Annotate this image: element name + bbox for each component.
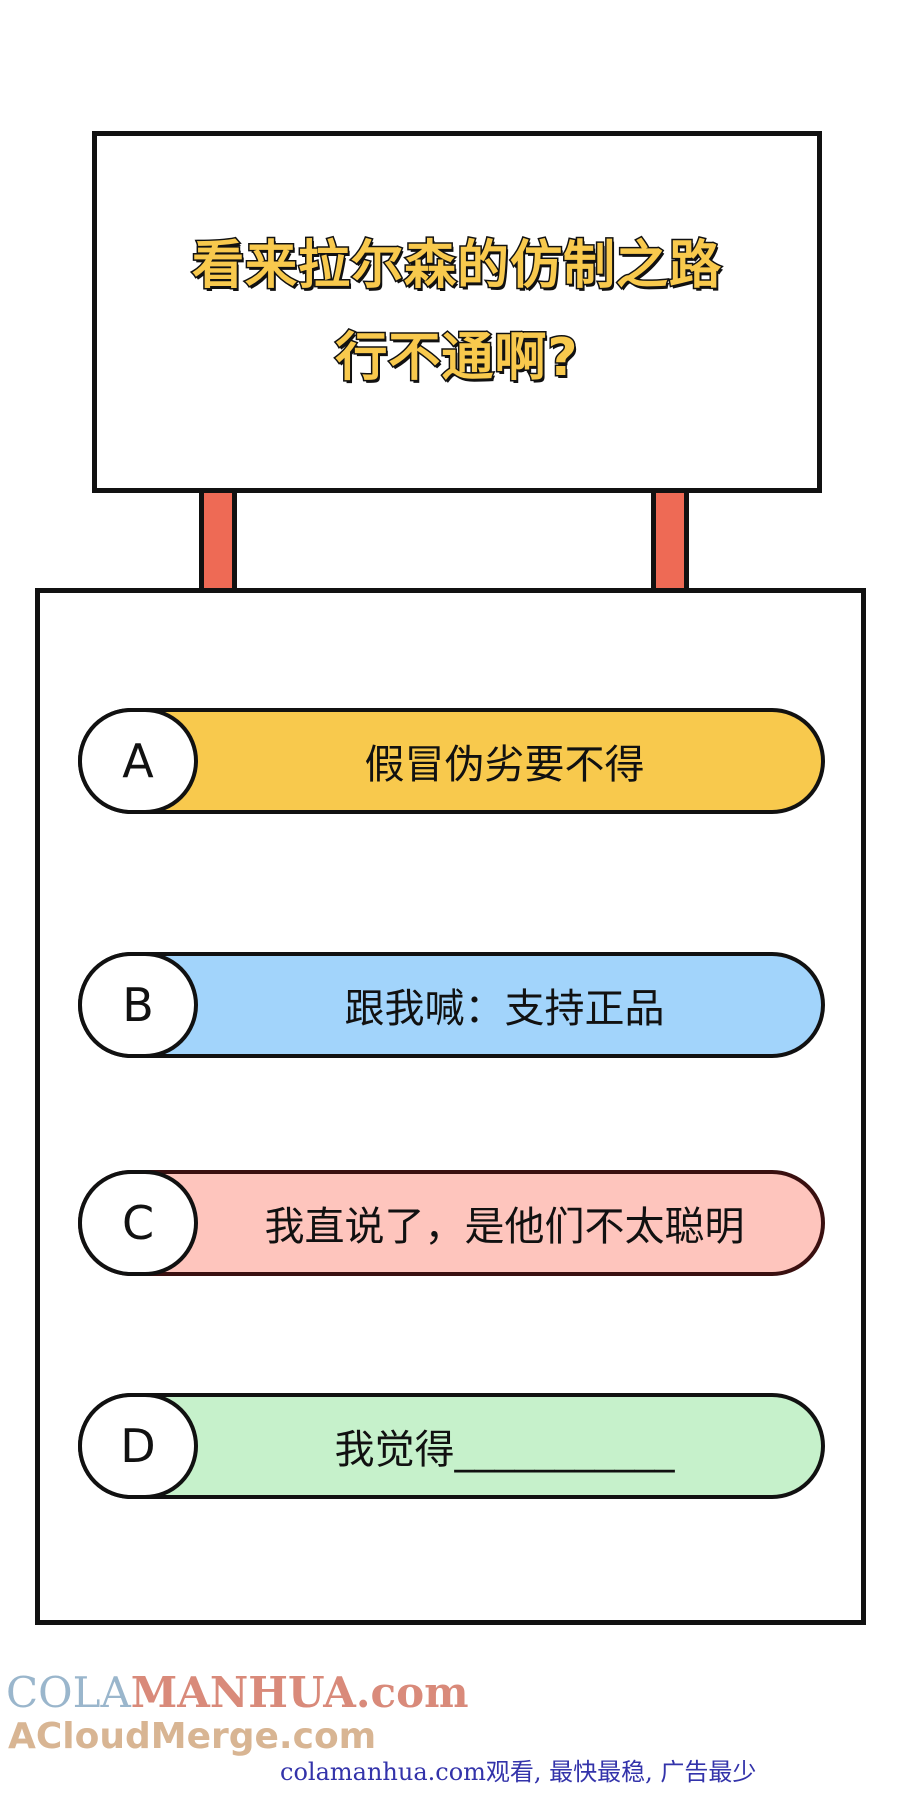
question-line-2: 行不通啊? — [334, 327, 579, 390]
watermark-brand: COLAMANHUA.com — [6, 1668, 469, 1717]
watermark-brand-part1: COLA — [6, 1668, 131, 1717]
option-a[interactable]: A 假冒伪劣要不得 — [78, 708, 825, 814]
option-c[interactable]: C 我直说了，是他们不太聪明 — [78, 1170, 825, 1276]
watermark-footer: colamanhua.com观看, 最快最稳, 广告最少 — [280, 1758, 757, 1786]
option-c-text: 我直说了，是他们不太聪明 — [264, 1204, 745, 1250]
sign-post-right — [651, 493, 689, 588]
watermark-brand-part2: MANHUA.com — [130, 1668, 469, 1717]
option-c-letter: C — [78, 1170, 198, 1276]
option-b-text: 跟我喊：支持正品 — [344, 986, 665, 1032]
option-d-letter: D — [78, 1393, 198, 1499]
option-a-letter: A — [78, 708, 198, 814]
option-a-text: 假冒伪劣要不得 — [364, 742, 645, 788]
watermark-sub: ACloudMerge.com — [8, 1716, 377, 1757]
option-d-text: 我觉得___________ — [334, 1427, 675, 1473]
question-line-1: 看来拉尔森的仿制之路 — [190, 235, 722, 298]
sign-post-left — [199, 493, 237, 588]
option-b-letter: B — [78, 952, 198, 1058]
option-b[interactable]: B 跟我喊：支持正品 — [78, 952, 825, 1058]
option-d[interactable]: D 我觉得___________ — [78, 1393, 825, 1499]
question-sign: 看来拉尔森的仿制之路 行不通啊? — [92, 131, 822, 493]
